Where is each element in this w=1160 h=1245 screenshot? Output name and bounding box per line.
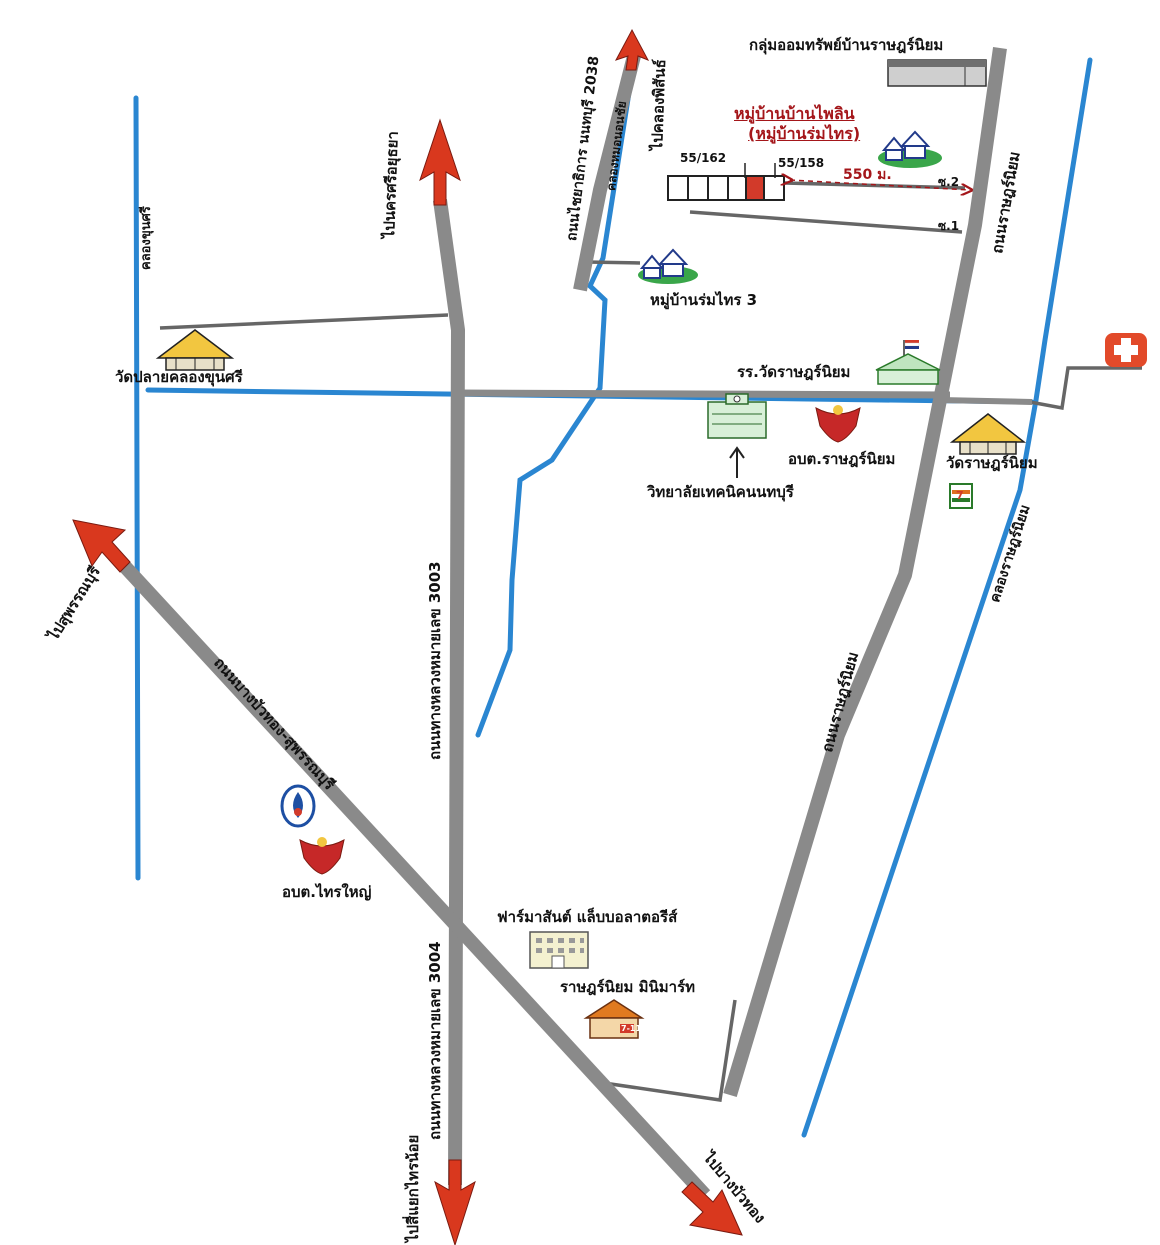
arrow-northwest-suphan: [72, 519, 131, 573]
road-rat-niyom: [723, 47, 1007, 1098]
pharma-building-icon: [529, 931, 589, 969]
label-road-3004: ถนนทางหลวงหมายเลข 3004: [426, 941, 444, 1140]
canal-rat-niyom: [801, 57, 1093, 1138]
label-house-b: 55/158: [778, 156, 825, 170]
label-to-sainoi: ไปสี่แยกไทรน้อย: [404, 1134, 422, 1242]
label-village-main: หมู่บ้านบ้านไพลิน: [734, 104, 855, 123]
lane-bottom: [603, 999, 737, 1102]
label-obt-saiyai: อบต.ไทรใหญ่: [282, 883, 372, 901]
minimart-icon: [583, 999, 645, 1039]
arrow-south-sainoi: [434, 1159, 476, 1245]
label-pharma: ฟาร์มาสันต์ แล็บบอลาตอรีส์: [497, 908, 678, 926]
village-3-icon: [638, 248, 698, 284]
lane-hospital: [1029, 366, 1142, 411]
label-obt-ratniyom: อบต.ราษฎร์นิยม: [788, 450, 896, 468]
label-soi-2: ซ.2: [938, 175, 960, 189]
label-house-a: 55/162: [680, 151, 727, 165]
savings-group-building-icon: [887, 59, 987, 87]
school-icon: [875, 340, 941, 385]
hospital-cross-icon: [1105, 333, 1147, 367]
label-wat-plai: วัดปลายคลองขุนศรี: [115, 368, 243, 386]
label-minimart-sign: 7-11: [621, 1024, 642, 1033]
house-strip: [667, 175, 785, 201]
label-to-khlong-phlu: ไปคลองพิสันธ์: [648, 58, 670, 151]
canal-mon: [475, 45, 639, 738]
label-savings-group: กลุ่มออมทรัพย์บ้านราษฎร์นิยม: [749, 36, 944, 54]
label-seven-eleven: 7: [956, 489, 964, 502]
label-road-3003: ถนนทางหลวงหมายเลข 3003: [426, 561, 444, 760]
arrow-north-canal: [614, 28, 650, 71]
arrow-north-ayutthaya: [419, 118, 461, 206]
label-distance: 550 ม.: [843, 167, 892, 183]
label-village-main-sub: (หมู่บ้านร่มไทร): [748, 124, 861, 143]
label-village-3: หมู่บ้านร่มไทร 3: [650, 291, 758, 309]
label-soi-1: ซ.1: [938, 219, 960, 233]
label-canal-khun-sri: คลองขุนศรี: [139, 206, 154, 270]
label-wat-ratniyom: วัดราษฎร์นิยม: [946, 454, 1038, 472]
college-pointer: [729, 446, 745, 478]
seven-eleven-icon: [949, 483, 973, 509]
canal-khun-sri: [133, 95, 141, 881]
college-icon: [707, 393, 767, 439]
arrow-southeast-bangbuathong: [681, 1181, 743, 1236]
village-main-icon: [878, 130, 942, 168]
distance-line: [790, 180, 970, 190]
ptt-station-icon: [280, 784, 316, 828]
road-bangbuathong-suphan: [99, 540, 711, 1200]
road-3003: [433, 199, 465, 1186]
garuda-icon-ratniyom: [815, 405, 861, 443]
temple-icon-right: [949, 413, 1027, 455]
label-college: วิทยาลัยเทคนิคนนทบุรี: [647, 483, 794, 501]
lane-top-left: [159, 313, 449, 330]
label-minimart: ราษฎร์นิยม มินิมาร์ท: [560, 978, 696, 996]
lane-soi-1: [689, 210, 963, 234]
temple-icon-left: [155, 329, 235, 371]
label-school: รร.วัดราษฎร์นิยม: [737, 363, 851, 381]
garuda-icon-saiyai: [299, 837, 345, 875]
lane-village-3: [585, 260, 641, 265]
road-nonthaburi-2038: [573, 46, 643, 292]
label-to-ayutthaya: ไปนครศรีอยุธยา: [380, 130, 402, 239]
